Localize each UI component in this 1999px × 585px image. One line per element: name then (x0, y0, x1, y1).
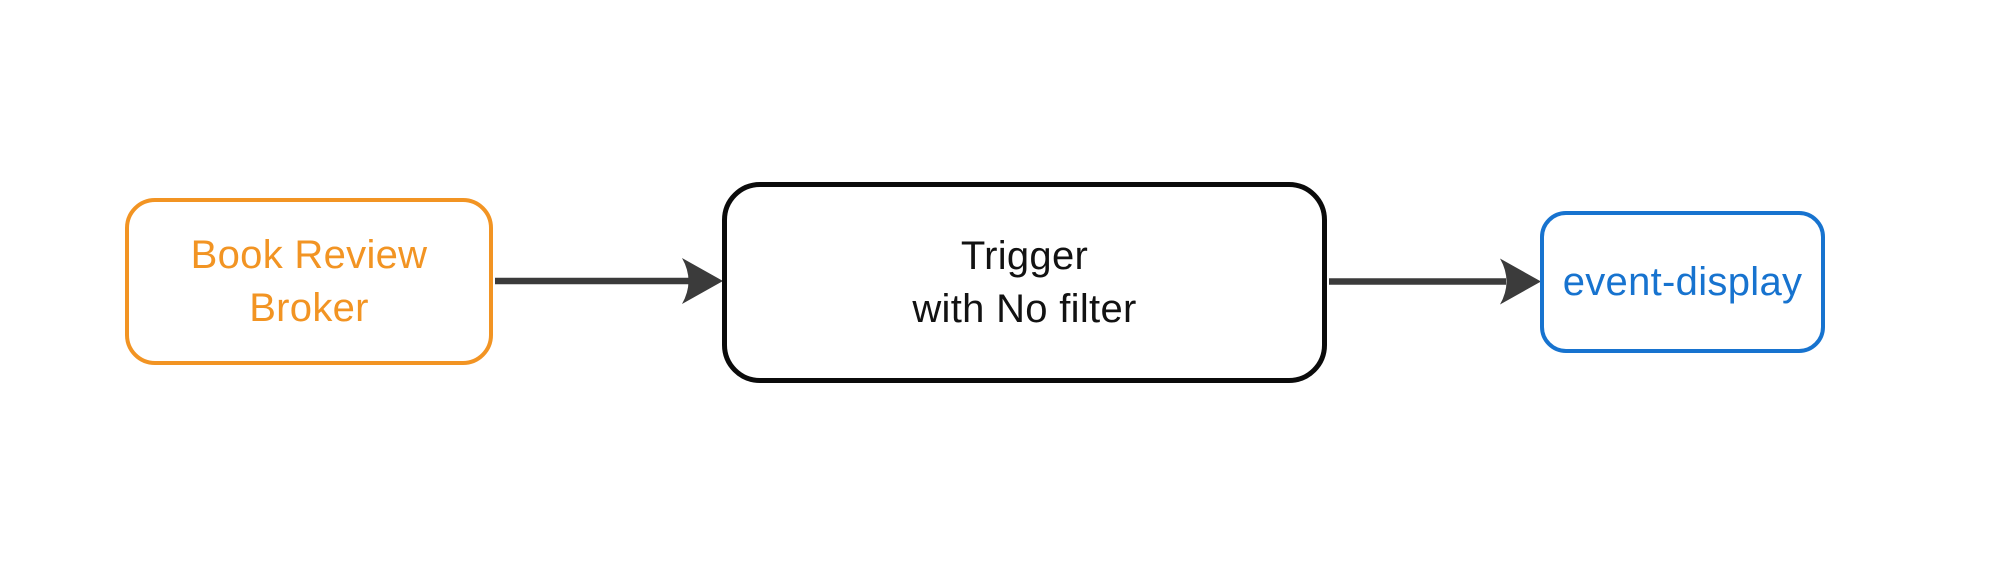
node-book-review-broker: Book Review Broker (125, 198, 493, 365)
arrow-trigger-to-event-display (1329, 258, 1541, 305)
node-trigger-with-no-filter-label: Trigger with No filter (912, 233, 1137, 331)
arrowhead-icon (682, 258, 723, 304)
arrow-broker-to-trigger (495, 258, 723, 304)
arrowhead-icon (1500, 258, 1541, 305)
node-event-display: event-display (1540, 211, 1825, 353)
node-book-review-broker-label: Book Review Broker (190, 232, 428, 330)
node-event-display-label: event-display (1562, 259, 1803, 304)
node-trigger-with-no-filter: Trigger with No filter (722, 182, 1327, 383)
